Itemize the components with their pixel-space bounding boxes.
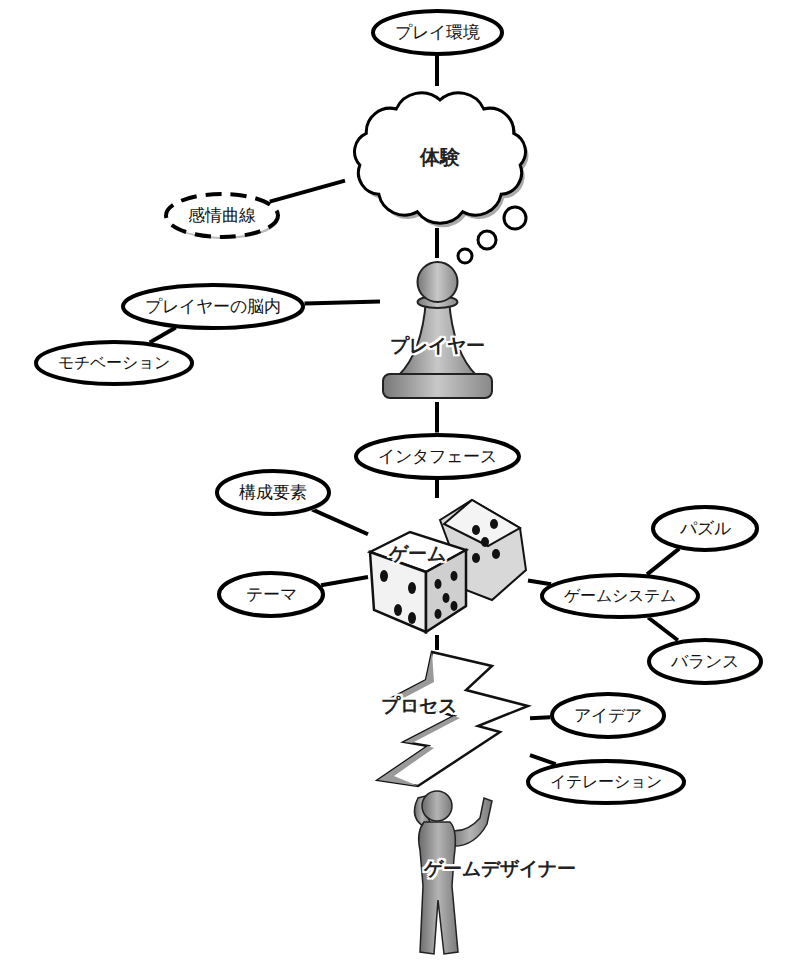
ellipse-node: バランス [646,637,764,686]
node-outline [370,650,530,788]
dashed-ellipse-node: 感情曲線 [163,191,281,240]
illustration-part [492,549,500,559]
node-label: ゲーム [389,542,446,565]
illustration-part [422,791,452,821]
ellipse-outline [356,435,519,478]
connector-line [312,509,368,534]
ellipse-node: プレイヤーの脳内 [120,282,306,331]
designer-figure: ゲームデザイナー [390,788,590,956]
node-label: イテレーション [550,772,662,791]
node-label: ゲームデザイナー [424,857,576,880]
ellipse-node: イテレーション [525,758,687,806]
ellipse-outline [217,471,329,514]
node-label: モチベーション [58,353,170,372]
illustration-part [408,612,416,624]
ellipse-node: インタフェース [353,432,522,481]
illustration-part [472,525,480,535]
ellipse-outline [653,507,757,550]
connector-line [528,580,551,584]
cloud-outline [355,93,526,223]
illustration-part [451,571,458,581]
illustration-part [472,553,480,563]
ellipse-node: 構成要素 [214,468,332,517]
thought-bubble [478,231,496,249]
node-label: プレイヤー [390,334,485,357]
illustration-part [380,570,388,582]
node-label: プレイ環境 [395,22,480,42]
node-label: ゲームシステム [564,586,676,605]
illustration-part [490,519,498,529]
illustration-part [435,609,442,619]
connector-line [435,228,439,258]
node-label: バランス [671,651,739,671]
illustration-part [481,537,489,547]
ellipse-outline [36,342,192,384]
ellipse-outline [649,640,761,683]
thought-cloud: 体験 [345,86,535,228]
connector-line [647,549,679,575]
illustration-part [444,500,520,546]
ellipse-outline [166,194,278,237]
ellipse-outline [552,694,664,737]
dice-figure: ゲーム [368,498,528,635]
illustration-part [435,579,442,589]
ellipse-node: テーマ [216,570,326,619]
node-outline [380,258,495,402]
illustration-part [378,652,460,786]
node-label: パズル [680,518,731,538]
ellipse-node: モチベーション [33,339,195,387]
illustration-part [378,652,528,786]
connector-line [270,181,345,202]
thought-bubble [504,207,526,229]
node-label: 体験 [420,145,460,169]
illustration-part [408,582,416,594]
ellipse-outline [219,573,323,616]
connector-line [435,480,439,499]
illustration-part [419,822,458,954]
connector-line [150,327,176,342]
illustration-part [418,262,458,302]
node-label: プロセス [381,694,457,717]
ellipse-node: パズル [650,504,760,553]
node-label: テーマ [246,584,297,604]
thought-bubble [458,249,472,263]
node-label: プレイヤーの脳内 [145,296,281,316]
pawn-figure: プレイヤー [380,258,495,402]
ellipse-outline [123,285,303,328]
illustration-part [394,604,402,616]
illustration-part [451,601,458,611]
connector-line [435,56,439,87]
lightning-figure: プロセス [370,650,530,788]
ellipse-node: アイデア [549,691,667,740]
ellipse-outline [528,761,684,803]
illustration-part [383,374,492,398]
node-label: 感情曲線 [188,205,256,225]
node-label: 構成要素 [239,482,307,502]
illustration-part [443,593,450,603]
connector-line [648,618,678,641]
connector-line [530,715,550,720]
ellipse-node: ゲームシステム [539,572,701,620]
ellipse-outline [542,575,698,617]
connector-line [435,635,439,650]
node-label: インタフェース [378,446,497,466]
ellipse-outline [373,11,502,54]
connector-line [304,302,380,304]
connector-line [530,755,556,764]
node-outline [368,498,528,635]
illustration-part [370,552,426,632]
illustration-part [472,519,500,563]
connector-line [435,402,439,433]
node-label: アイデア [574,705,642,725]
illustration-part [380,570,458,624]
ellipse-node: プレイ環境 [370,8,505,57]
connector-line [321,577,368,585]
